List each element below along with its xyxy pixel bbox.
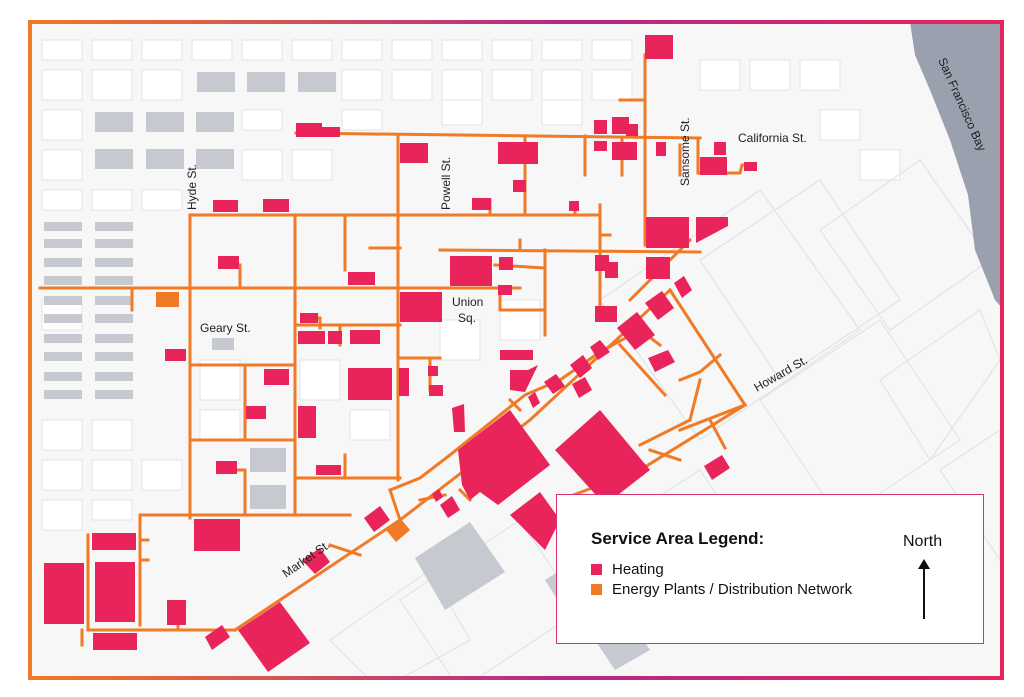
legend-item-heating: Heating [591, 561, 664, 578]
legend-title: Service Area Legend: [591, 529, 765, 548]
legend-item-label: Energy Plants / Distribution Network [612, 581, 853, 598]
heating-buildings [44, 35, 757, 672]
label-hyde-st: Hyde St. [185, 164, 199, 210]
map-frame-border [28, 20, 1004, 680]
label-powell-st: Powell St. [439, 157, 453, 210]
north-label: North [903, 533, 943, 550]
label-geary-st: Geary St. [200, 321, 251, 335]
legend: Service Area Legend: Heating Energy Plan… [556, 494, 984, 644]
label-california-st: California St. [738, 131, 807, 145]
label-union-sq-1: Union [452, 295, 483, 309]
label-union-sq-2: Sq. [458, 311, 476, 325]
heating-swatch-icon [591, 564, 602, 575]
energy-swatch-icon [591, 584, 602, 595]
san-francisco-bay [910, 22, 1002, 308]
legend-item-energy-plants: Energy Plants / Distribution Network [591, 581, 852, 598]
north-arrow-icon [918, 559, 930, 619]
legend-item-label: Heating [612, 561, 664, 578]
label-sansome-st: Sansome St. [678, 117, 692, 186]
energy-plants [156, 292, 410, 542]
